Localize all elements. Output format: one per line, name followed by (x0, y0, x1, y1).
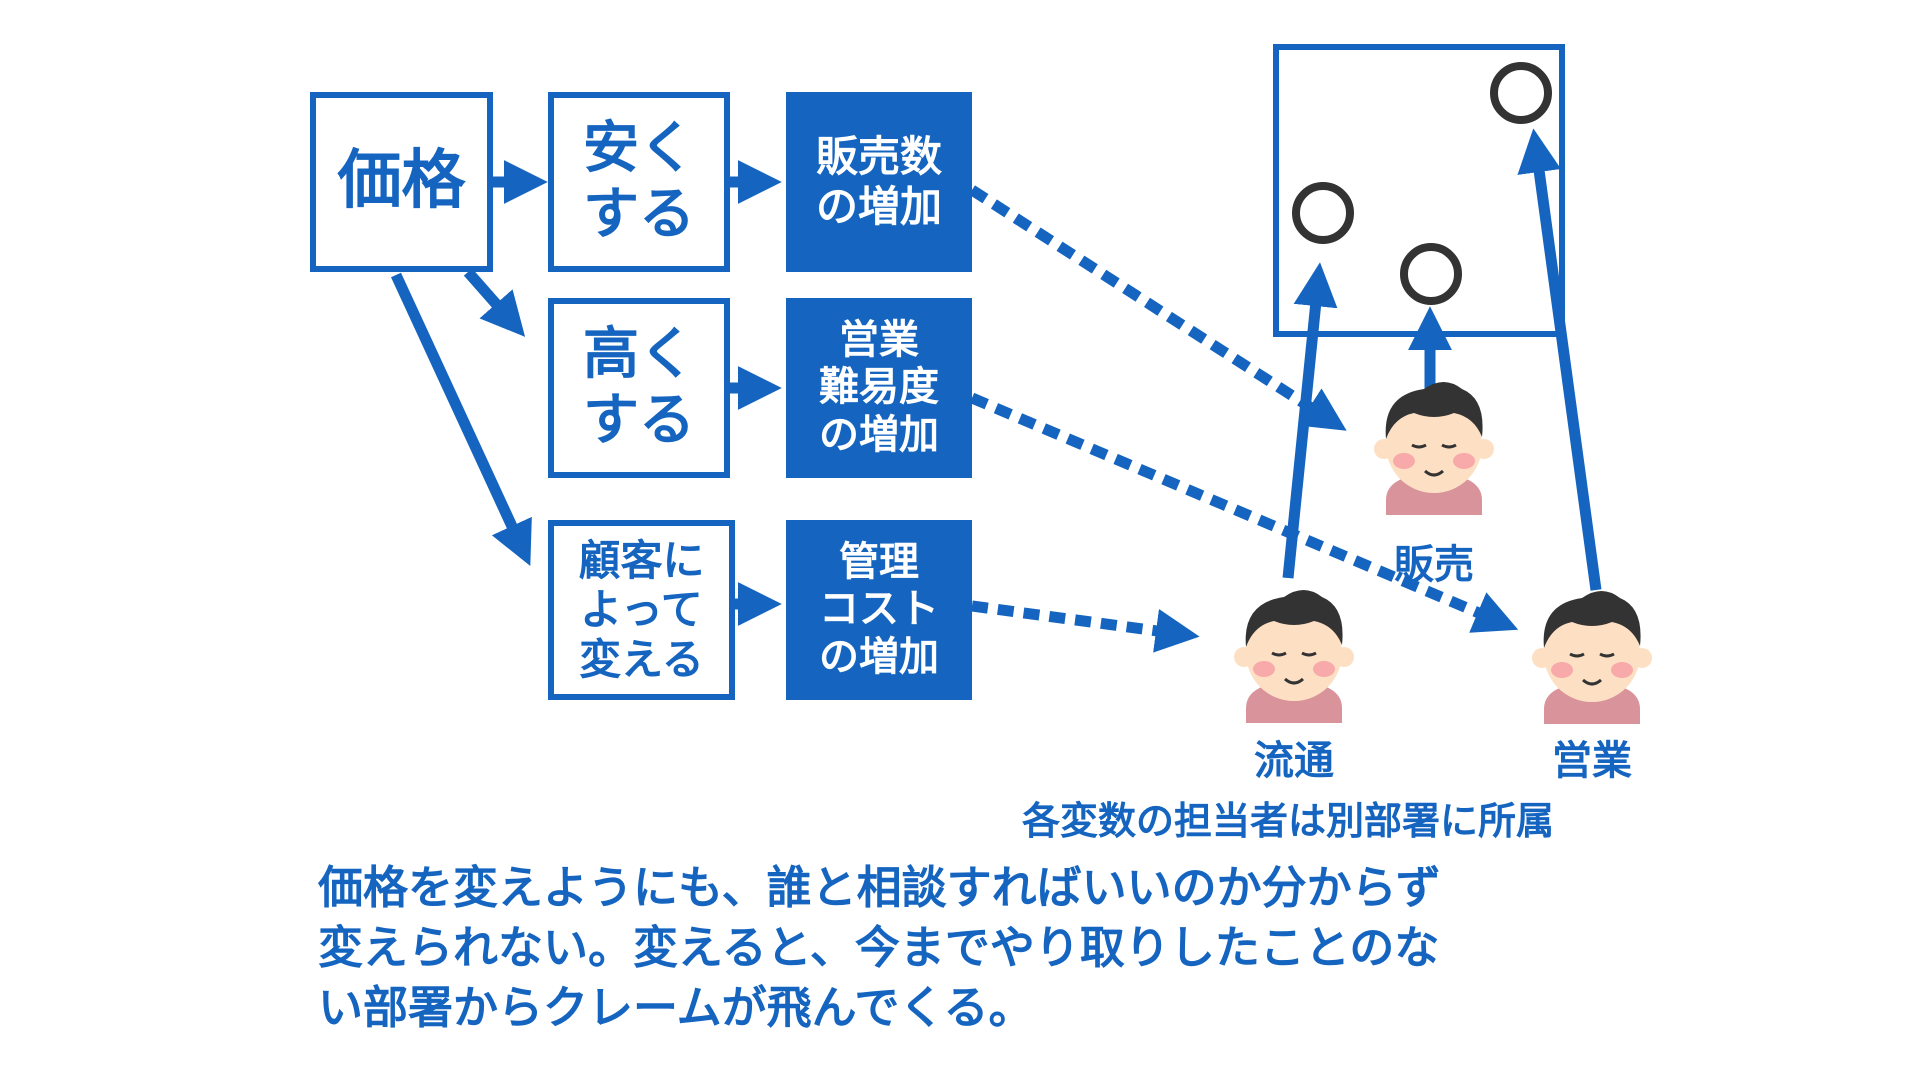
caption-line: い部署からクレームが飛んでくる。 (318, 980, 1034, 1034)
arrow-eigyo-to-circle (1517, 128, 1602, 591)
node-sales-difficulty: 営業 難易度 の増加 (786, 298, 972, 478)
caption-line: 変えられない。変えると、今までやり取りしたことのな (318, 920, 1440, 974)
dotted-sales-difficulty-to-eigyo (969, 392, 1519, 633)
node-sales-increase-label: 販売数 の増加 (815, 132, 942, 231)
person-eigyo-label: 営業 (1552, 738, 1632, 784)
dotted-mgmt-cost-to-distribution (971, 600, 1200, 653)
dotted-sales-increase-to-sales (969, 185, 1347, 431)
node-higher: 高く する (548, 298, 730, 478)
node-mgmt-cost-label: 管理 コスト の増加 (819, 539, 939, 680)
result-box (1273, 44, 1565, 337)
node-cheaper-label: 安く する (583, 115, 695, 247)
result-circle (1490, 62, 1552, 124)
person-eigyo-figure (1532, 591, 1652, 724)
arrow-price-to-per-customer (391, 272, 532, 566)
node-per-customer: 顧客に よって 変える (548, 520, 735, 700)
node-higher-label: 高く する (583, 321, 695, 453)
node-cheaper: 安く する (548, 92, 730, 272)
arrow-distribution-to-circle (1282, 262, 1338, 579)
person-sales-figure (1374, 382, 1494, 515)
result-circle (1292, 182, 1354, 244)
node-sales-increase: 販売数 の増加 (786, 92, 972, 272)
caption-line: 価格を変えようにも、誰と相談すればいいのか分からず (318, 861, 1441, 914)
node-mgmt-cost: 管理 コスト の増加 (786, 520, 972, 700)
arrow-price-to-higher (463, 268, 526, 337)
node-per-customer-label: 顧客に よって 変える (578, 535, 705, 684)
node-price: 価格 (310, 92, 493, 272)
node-sales-difficulty-label: 営業 難易度 の増加 (819, 317, 939, 458)
person-distribution-label: 流通 (1254, 738, 1334, 784)
result-circle (1400, 243, 1462, 305)
caption: 価格を変えようにも、誰と相談すればいいのか分からず 変えられない。変えると、今ま… (318, 858, 1718, 1038)
department-note: 各変数の担当者は別部署に所属 (1022, 799, 1555, 843)
person-sales-label: 販売 (1394, 542, 1474, 588)
person-distribution-figure (1234, 590, 1354, 723)
node-price-label: 価格 (337, 144, 466, 219)
